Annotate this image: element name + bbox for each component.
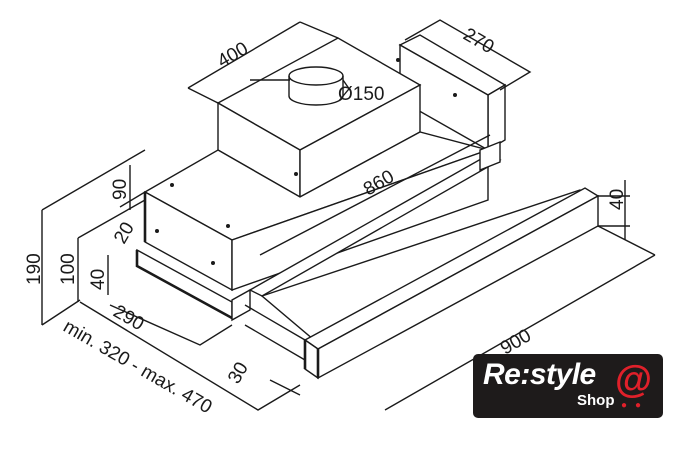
restyle-shop-logo: Re:style @ Shop ●● [473,354,663,418]
dim-90: 90 [110,179,131,200]
dim-270: 270 [460,24,498,58]
dim-190: 190 [24,253,45,285]
logo-brand: Re:style [483,358,596,391]
slide-visor [135,140,600,380]
logo-shop: Shop [577,392,615,409]
motor-housing [216,37,457,199]
rear-block [398,34,507,152]
main-body [143,131,491,292]
logo-at-symbol: @ [615,359,653,401]
dim-400: 400 [214,38,252,72]
dim-290: 290 [110,301,148,335]
dim-30: 30 [224,359,253,388]
dim-40-rail: 40 [88,269,109,290]
dimension-lines [41,19,656,411]
dim-150: Ø150 [338,84,384,105]
dim-100: 100 [58,253,79,285]
dim-20: 20 [110,219,139,248]
dim-40-visor: 40 [607,189,628,210]
cart-wheels-icon: ●● [621,400,650,411]
